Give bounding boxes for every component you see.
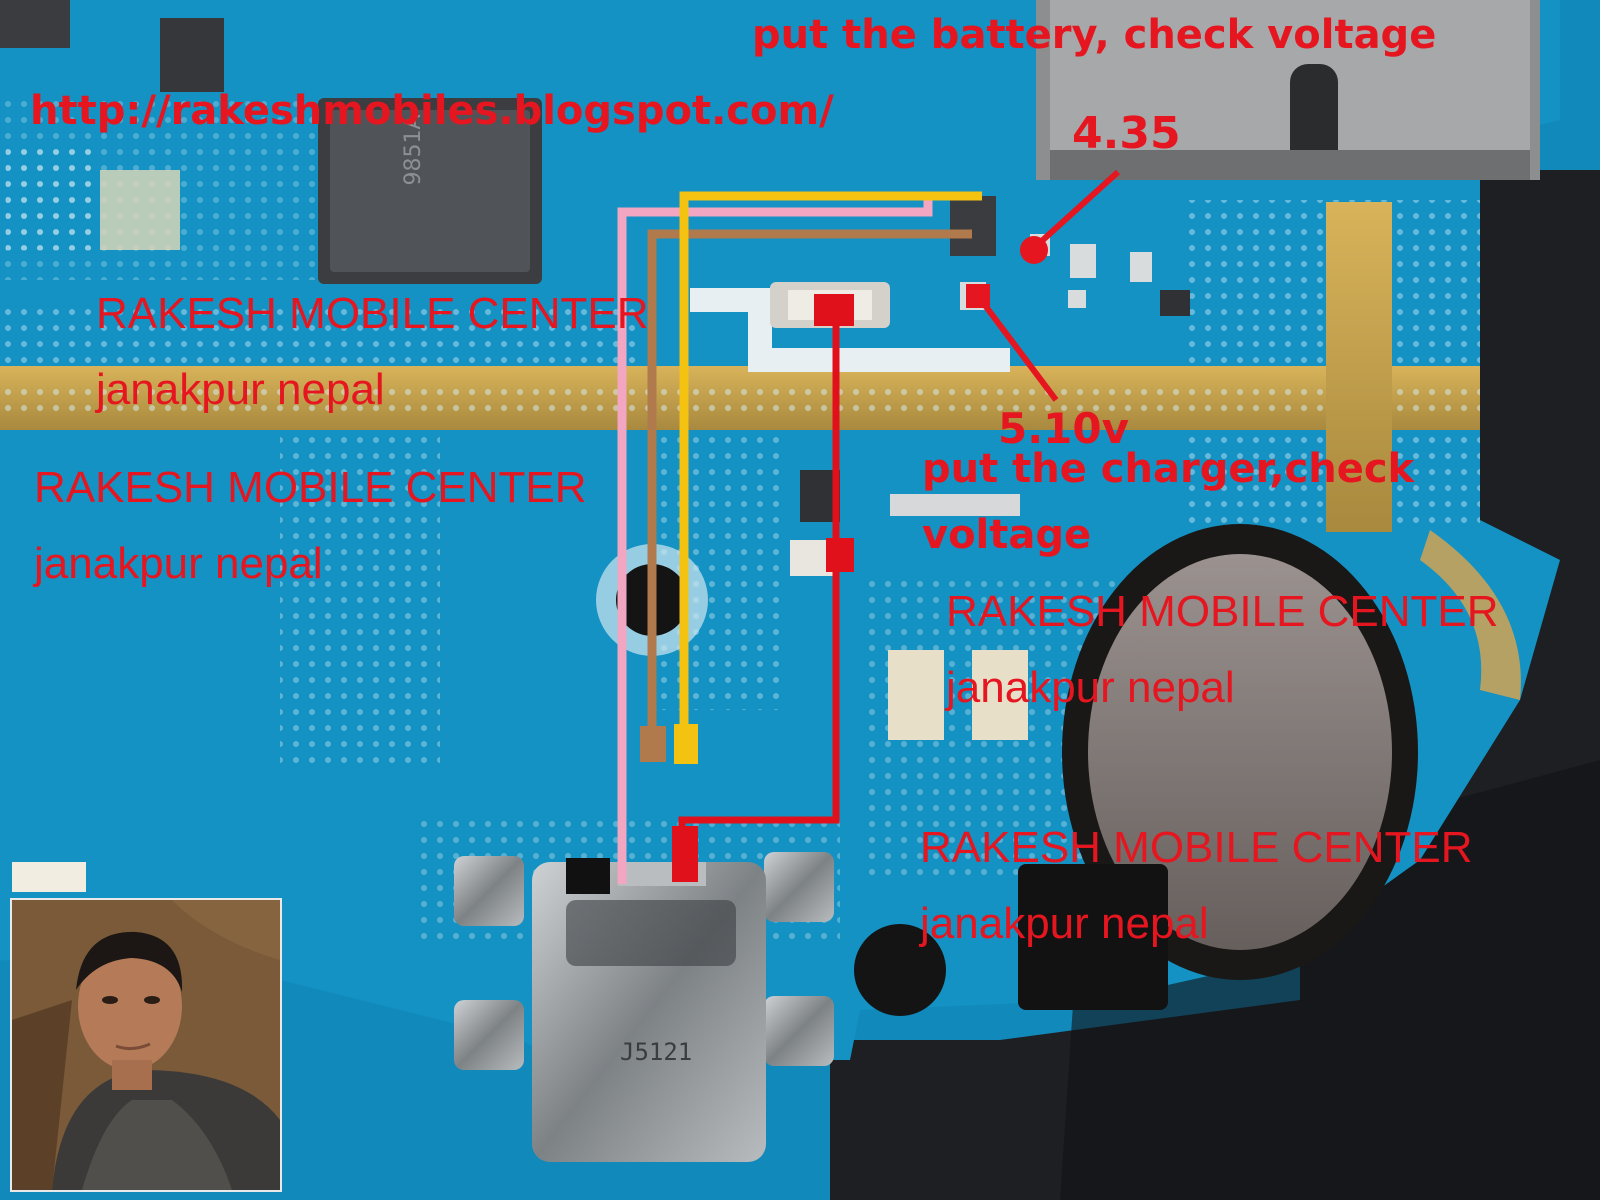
- jumper-wires: [617, 191, 982, 884]
- pink-wire: [617, 200, 933, 884]
- battery-instruction: put the battery, check voltage: [752, 12, 1437, 58]
- hair: [76, 931, 183, 992]
- blog-url: http://rakeshmobiles.blogspot.com/: [30, 88, 834, 134]
- credit-location: janakpur nepal: [34, 539, 323, 588]
- credit-location: janakpur nepal: [920, 899, 1209, 948]
- credit-block: RAKESH MOBILE CENTER janakpur nepal: [920, 810, 1473, 962]
- small-chip: [160, 18, 224, 92]
- charger-test-point: [966, 284, 990, 308]
- brown-wire: [647, 229, 972, 762]
- microphone: [854, 924, 946, 1016]
- camera-module: [1018, 864, 1168, 1010]
- gold-ground-strip-vertical: [1326, 202, 1392, 532]
- credit-location: janakpur nepal: [946, 663, 1235, 712]
- credit-title: RAKESH MOBILE CENTER: [946, 587, 1499, 636]
- credit-location: janakpur nepal: [96, 365, 385, 414]
- battery-pointer-line: [1031, 169, 1121, 251]
- battery-test-point: [1020, 236, 1048, 264]
- face: [78, 942, 182, 1070]
- credit-block: RAKESH MOBILE CENTER janakpur nepal: [34, 450, 587, 602]
- credit-title: RAKESH MOBILE CENTER: [920, 823, 1473, 872]
- credit-block: RAKESH MOBILE CENTER janakpur nepal: [946, 574, 1499, 726]
- credit-block: RAKESH MOBILE CENTER janakpur nepal: [96, 276, 649, 428]
- credit-title: RAKESH MOBILE CENTER: [96, 289, 649, 338]
- yellow-wire: [679, 191, 982, 762]
- usb-charging-connector: J5121: [454, 852, 834, 1162]
- connector-marking: J5121: [620, 1038, 692, 1066]
- credit-title: RAKESH MOBILE CENTER: [34, 463, 587, 512]
- charger-instruction: put the charger,check voltage: [922, 446, 1415, 558]
- chip-marking: 9851A: [401, 114, 426, 185]
- battery-voltage: 4.35: [1072, 108, 1181, 159]
- charger-pointer-line: [975, 294, 1059, 402]
- charger-voltage: 5.10v: [998, 404, 1130, 453]
- author-portrait-photo: [10, 898, 282, 1192]
